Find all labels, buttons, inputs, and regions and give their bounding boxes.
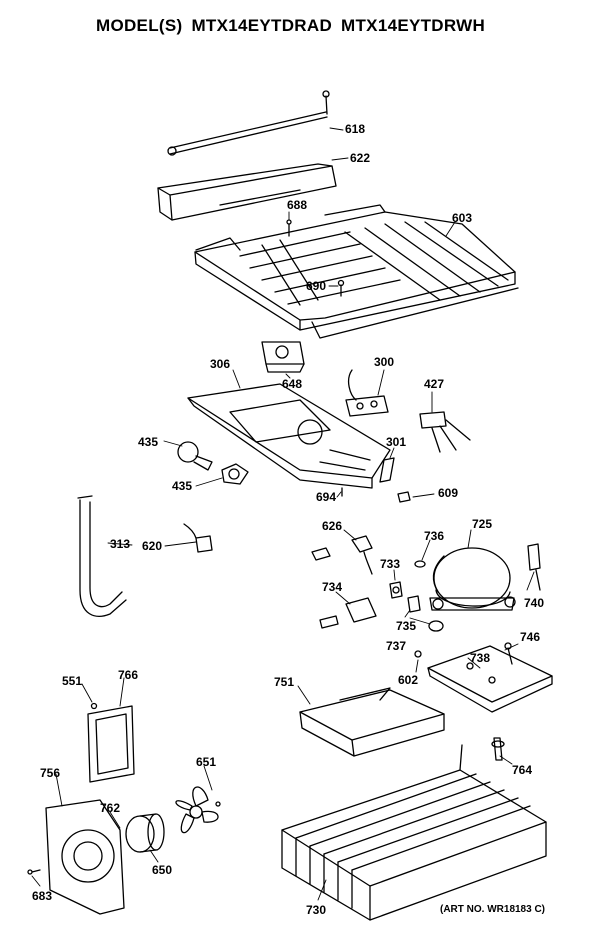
part-label-690: 690 xyxy=(306,279,327,293)
part-626-harness-drawing xyxy=(311,535,373,575)
part-725-compressor-drawing xyxy=(429,547,516,611)
part-427-capacitor-drawing xyxy=(419,411,471,453)
part-435-socket-drawing xyxy=(221,463,249,485)
part-label-734: 734 xyxy=(322,580,343,594)
part-label-688: 688 xyxy=(287,198,308,212)
part-734-drawing xyxy=(319,597,377,629)
screw-690-drawing xyxy=(337,279,345,297)
part-label-738: 738 xyxy=(470,651,491,665)
part-650-motor-drawing xyxy=(125,813,165,853)
part-label-313: 313 xyxy=(110,537,131,551)
part-301-drawing xyxy=(379,457,395,483)
part-746-plate-drawing xyxy=(427,645,553,713)
part-735-drawing xyxy=(407,595,421,613)
part-label-740: 740 xyxy=(524,596,545,610)
model-number-1: MTX14EYTDRAD xyxy=(191,16,333,35)
part-620-drawing xyxy=(183,523,213,553)
part-551-drawing xyxy=(90,702,98,710)
part-label-648: 648 xyxy=(282,377,303,391)
part-300-relay-drawing xyxy=(345,369,389,417)
part-label-651: 651 xyxy=(196,755,217,769)
part-602-drawing xyxy=(414,650,422,658)
part-label-694: 694 xyxy=(316,490,337,504)
part-label-751: 751 xyxy=(274,675,295,689)
part-label-725: 725 xyxy=(472,517,493,531)
part-751-pan-drawing xyxy=(299,687,445,757)
part-618-rod-drawing xyxy=(167,90,330,156)
part-648-control-drawing xyxy=(261,341,305,373)
part-label-730: 730 xyxy=(306,903,327,917)
part-733-drawing xyxy=(389,581,403,599)
part-label-435-bulb: 435 xyxy=(138,435,159,449)
part-622-cover-drawing xyxy=(157,163,337,221)
part-737-drawing xyxy=(428,620,444,632)
part-label-620: 620 xyxy=(142,539,163,553)
part-label-746: 746 xyxy=(520,630,541,644)
part-label-626: 626 xyxy=(322,519,343,533)
part-label-735: 735 xyxy=(396,619,417,633)
part-label-603: 603 xyxy=(452,211,473,225)
model-title: MODEL(S) MTX14EYTDRAD MTX14EYTDRWH xyxy=(96,16,485,36)
part-label-622: 622 xyxy=(350,151,371,165)
part-730-condenser-drawing xyxy=(281,744,547,921)
part-label-650: 650 xyxy=(152,863,173,877)
part-609-drawing xyxy=(397,491,411,503)
part-label-427: 427 xyxy=(424,377,445,391)
part-label-764: 764 xyxy=(512,763,533,777)
part-label-736: 736 xyxy=(424,529,445,543)
part-label-737: 737 xyxy=(386,639,407,653)
part-label-551: 551 xyxy=(62,674,83,688)
part-label-306: 306 xyxy=(210,357,231,371)
part-603-shelf-drawing xyxy=(194,204,519,339)
part-label-602: 602 xyxy=(398,673,419,687)
part-740-drawing xyxy=(527,543,541,591)
part-label-683: 683 xyxy=(32,889,53,903)
part-label-756: 756 xyxy=(40,766,61,780)
leader-lines xyxy=(31,127,535,901)
part-651-fan-blade-drawing xyxy=(175,786,221,834)
part-label-733: 733 xyxy=(380,557,401,571)
part-label-618: 618 xyxy=(345,122,366,136)
model-prefix: MODEL(S) xyxy=(96,16,183,35)
part-764-drawing xyxy=(491,737,505,761)
part-label-766: 766 xyxy=(118,668,139,682)
part-756-shroud-drawing xyxy=(45,799,125,915)
part-label-300: 300 xyxy=(374,355,395,369)
part-label-301: 301 xyxy=(386,435,407,449)
part-label-609: 609 xyxy=(438,486,459,500)
screw-688-drawing xyxy=(286,219,292,237)
part-313-tube-drawing xyxy=(77,495,127,617)
part-736-drawing xyxy=(414,560,426,568)
part-683-drawing xyxy=(27,869,41,875)
part-306-housing-drawing xyxy=(187,383,391,489)
part-435-bulb-drawing xyxy=(177,441,213,471)
part-label-435-socket: 435 xyxy=(172,479,193,493)
part-766-panel-drawing xyxy=(87,705,135,783)
part-label-762: 762 xyxy=(100,801,121,815)
art-number: (ART NO. WR18183 C) xyxy=(440,904,546,915)
model-number-2: MTX14EYTDRWH xyxy=(341,16,486,35)
